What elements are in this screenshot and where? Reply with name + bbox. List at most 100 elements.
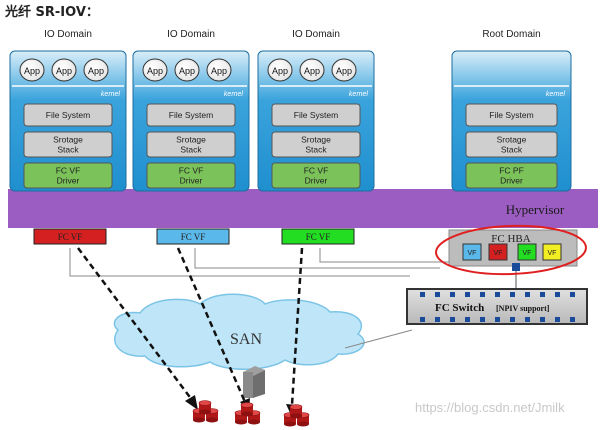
app-label: App	[56, 66, 72, 76]
app-label: App	[336, 66, 352, 76]
app-circle	[19, 58, 45, 82]
switch-port	[480, 317, 485, 322]
kernel-label: kernel	[224, 91, 244, 98]
storage-server-icon	[243, 366, 265, 398]
fc-vf-label: FC VF	[181, 232, 206, 242]
fc-vf-label: FC VF	[306, 232, 331, 242]
switch-port	[510, 317, 515, 322]
driver-box	[271, 162, 361, 189]
domain-label: Root Domain	[482, 29, 540, 40]
fc-vf-box	[281, 228, 355, 245]
fc-vf-label: FC VF	[58, 232, 83, 242]
layer-label: File System	[46, 110, 90, 120]
hba-vf-port-label: VF	[468, 250, 477, 257]
fabric-links	[69, 248, 462, 277]
switch-port	[555, 317, 560, 322]
kernel-label: kernel	[349, 91, 369, 98]
hypervisor-band	[8, 189, 598, 228]
hypervisor-label: Hypervisor	[506, 202, 565, 217]
layer-box	[23, 131, 113, 158]
fc-vf-box	[33, 228, 107, 245]
app-circle	[206, 58, 232, 82]
domain-label: IO Domain	[44, 29, 92, 40]
app-label: App	[304, 66, 320, 76]
fc-hba-title: FC HBA	[491, 233, 530, 245]
layer-label: File System	[169, 110, 213, 120]
app-label: App	[179, 66, 195, 76]
hba-vf-port-label: VF	[548, 250, 557, 257]
switch-port	[465, 292, 470, 297]
layer-label: File System	[489, 110, 533, 120]
app-label: App	[24, 66, 40, 76]
switch-port	[450, 317, 455, 322]
san-switch-link	[344, 329, 413, 349]
layer-box	[146, 103, 236, 127]
fc-switch-sub: [NPIV support]	[496, 304, 550, 313]
switch-port	[570, 317, 575, 322]
san-label: SAN	[230, 331, 262, 348]
page-title: 光纤 SR-IOV：	[5, 5, 99, 20]
vf-storage-paths	[77, 247, 304, 406]
switch-port	[480, 292, 485, 297]
layer-box	[23, 103, 113, 127]
app-circle	[142, 58, 168, 82]
switch-port	[510, 292, 515, 297]
app-label: App	[147, 66, 163, 76]
fc-switch-label: FC Switch	[435, 302, 484, 314]
switch-port	[435, 292, 440, 297]
switch-port	[435, 317, 440, 322]
app-label: App	[88, 66, 104, 76]
app-circle	[51, 58, 77, 82]
driver-box	[146, 162, 236, 189]
layer-box	[465, 103, 558, 127]
layer-box	[465, 131, 558, 158]
switch-port	[465, 317, 470, 322]
switch-port	[540, 292, 545, 297]
driver-box	[23, 162, 113, 189]
hba-vf-port-label: VF	[523, 250, 532, 257]
layer-box	[271, 103, 361, 127]
hba-vf-port	[462, 243, 482, 261]
layer-label: File System	[294, 110, 338, 120]
switch-port	[555, 292, 560, 297]
switch-port	[570, 292, 575, 297]
layer-box	[146, 131, 236, 158]
app-circle	[174, 58, 200, 82]
switch-port	[495, 292, 500, 297]
app-circle	[83, 58, 109, 82]
driver-box	[465, 162, 558, 189]
kernel-label: kernel	[101, 91, 121, 98]
domain-label: IO Domain	[292, 29, 340, 40]
hba-vf-port	[488, 243, 508, 261]
switch-port	[420, 292, 425, 297]
switch-port	[525, 292, 530, 297]
switch-port	[540, 317, 545, 322]
switch-port	[495, 317, 500, 322]
switch-port	[450, 292, 455, 297]
fc-vf-box	[156, 228, 230, 245]
hba-uplink-port	[512, 263, 520, 271]
hba-highlight-annotation	[435, 224, 587, 276]
watermark: https://blog.csdn.net/Jmilk	[415, 400, 565, 415]
hba-vf-port	[517, 243, 537, 261]
disk-icon	[289, 404, 303, 419]
disk-icon	[198, 400, 212, 415]
app-label: App	[272, 66, 288, 76]
domain-label: IO Domain	[167, 29, 215, 40]
san-cloud	[113, 293, 365, 370]
disk-icon	[240, 402, 254, 417]
switch-port	[420, 317, 425, 322]
kernel-label: kernel	[546, 91, 566, 98]
